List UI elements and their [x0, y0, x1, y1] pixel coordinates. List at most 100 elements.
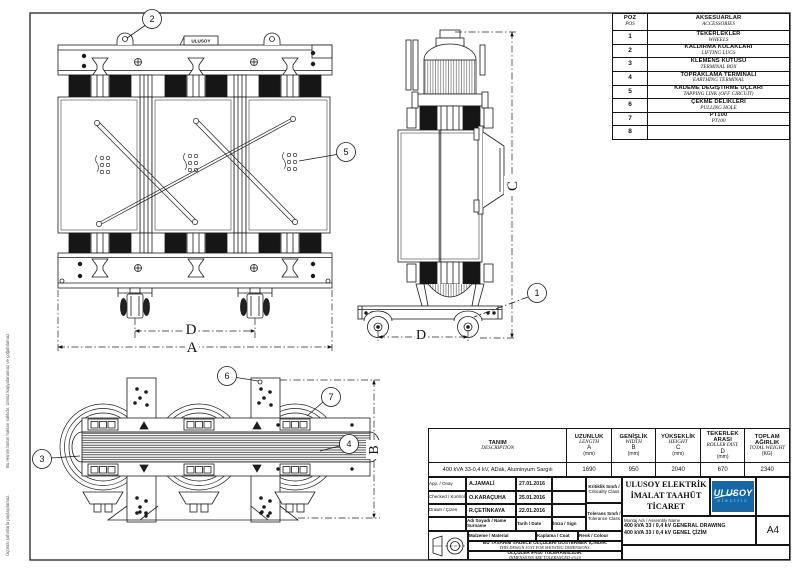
- hv-bushings-top: [68, 74, 322, 98]
- dim-label-d-front: D: [186, 322, 197, 338]
- side-view: [357, 29, 505, 338]
- first-angle-projection-icon: [428, 531, 468, 560]
- callout-balloon-1: [527, 283, 547, 303]
- checked-sign: [552, 491, 586, 504]
- col-acc-tr: AKSESUARLAR: [695, 15, 742, 22]
- margin-note-line1: Bu resmin bütün hakları saklıdır, izinsi…: [5, 333, 10, 468]
- accessories-table-header: POZ POS AKSESUARLAR ACCESSORIES: [613, 14, 789, 31]
- note-tolerance: ÖLÇÜLER ±%10 TOLERANSLIDIR. DIMENSIONS A…: [468, 551, 622, 560]
- wheel-side: [453, 310, 483, 338]
- front-dimensions: D A: [57, 290, 333, 356]
- margin-note-line2: Üçüncü şahıslarla paylaşılamaz.: [5, 494, 10, 556]
- callout-balloon-2: [142, 9, 162, 29]
- criticality-class-cell: Kritiklik Sınıfı / Criticality Class: [586, 477, 622, 503]
- coat-label: Kaplama / Coat: [536, 531, 578, 541]
- bottom-feet: [82, 491, 316, 513]
- front-view: ULUSOY: [57, 32, 333, 319]
- colour-label: Renk / Colour: [578, 531, 622, 541]
- paper-size-cell: A4: [756, 516, 790, 545]
- total-weight-value: 2340: [760, 466, 774, 473]
- svg-text:5: 5: [343, 147, 348, 157]
- length-value: 1690: [582, 466, 596, 473]
- lifting-lug: [263, 32, 281, 45]
- approved-name: A.JAMALİ: [466, 477, 516, 491]
- wheel-front: [117, 287, 153, 319]
- assembly-name-cell: Montaj Adı / Assembly Name 400 kVA 33 / …: [622, 516, 756, 545]
- windings-front: [57, 96, 331, 234]
- drawn-name: R.ÇETİNKAYA: [466, 504, 516, 517]
- company-name: ULUSOY ELEKTRİK İMALAT TAAHÜT TİCARET: [622, 477, 710, 516]
- col-acc-en: ACCESSORIES: [702, 21, 735, 28]
- side-bracket: [473, 125, 505, 215]
- callout-balloon-4: [339, 434, 359, 454]
- nameplate-text: ULUSOY: [191, 39, 210, 44]
- width-header: GENİŞLİK WIDTH B (mm): [611, 429, 656, 463]
- top-dimensions: B: [280, 379, 382, 519]
- dim-label-b: B: [367, 445, 382, 454]
- description-header: TANIM DESCRIPTION: [429, 429, 567, 463]
- svg-text:2: 2: [149, 14, 154, 24]
- tolerance-class-cell: Tolerans Sınıfı / Tolerance Class: [586, 503, 622, 531]
- description-value: 400 kVA 33-0,4 kV, ADak, Aluminyum Sargı…: [442, 466, 553, 473]
- terminal-pads-bottom: [87, 463, 311, 476]
- name-surname-header: Adı Soyadı / Name Surname: [466, 517, 516, 531]
- callout-balloon-7: [321, 387, 341, 407]
- roller-dist-header: TEKERLEK ARASI ROLLER DIST. D (mm): [700, 429, 745, 463]
- checked-label: Checked / Kontrol: [428, 491, 466, 504]
- logo-cell: [710, 477, 756, 516]
- lv-bushings-bottom: [68, 232, 322, 254]
- dim-label-c: C: [505, 181, 521, 191]
- assembly-name-en: 400 kVA 33 / 0,4 kV GENERAL DRAWING: [624, 523, 726, 530]
- svg-text:7: 7: [328, 392, 333, 402]
- terminal-pads-top: [87, 418, 311, 431]
- height-header: YÜKSEKLİK HEIGHT C (mm): [656, 429, 700, 463]
- roller-dist-value: 670: [717, 466, 728, 473]
- svg-text:1: 1: [534, 288, 539, 298]
- cross-brace-rods: [94, 116, 298, 227]
- svg-text:3: 3: [39, 454, 44, 464]
- nameplate: [183, 35, 219, 46]
- drawn-sign: [552, 504, 586, 517]
- svg-text:4: 4: [346, 439, 351, 449]
- dim-label-d-side: D: [416, 328, 426, 343]
- svg-text:6: 6: [224, 371, 229, 381]
- tapping-links: [95, 151, 297, 175]
- checked-name: O.KARAÇUHA: [466, 491, 516, 504]
- approved-date: 27.01.2016: [516, 477, 552, 491]
- lifting-lug: [116, 32, 134, 45]
- col-pos-en: POS: [625, 21, 635, 28]
- side-dimensions: C D: [377, 31, 521, 343]
- dim-label-a: A: [187, 340, 198, 356]
- assembly-name-tr: 400 kVA 33 / 0,4 kV GENEL ÇİZİM: [624, 530, 707, 537]
- callout-balloon-3: [32, 449, 52, 469]
- core-band: [81, 431, 371, 463]
- title-block: App. / Onay A.JAMALİ 27.01.2016 Checked …: [428, 477, 790, 560]
- checked-date: 25.01.2016: [516, 491, 552, 504]
- dimension-table: TANIM DESCRIPTION 400 kVA 33-0,4 kV, ADa…: [428, 428, 790, 477]
- width-value: 950: [628, 466, 639, 473]
- drawn-label: Drawn / Çizen: [428, 504, 466, 517]
- length-header: UZUNLUK LENGTH A (mm): [567, 429, 611, 463]
- top-view: [59, 377, 381, 523]
- date-header: Tarih / Date: [516, 517, 552, 531]
- table-row: 8: [613, 126, 789, 139]
- height-value: 2040: [671, 466, 685, 473]
- approved-sign: [552, 477, 586, 491]
- callouts: 2 5 1 3 4 6 7: [32, 9, 547, 469]
- total-weight-header: TOPLAM AĞIRLIK TOTAL WEIGHT (KG): [745, 429, 789, 463]
- callout-balloon-6: [217, 366, 237, 386]
- col-pos-tr: POZ: [623, 15, 637, 22]
- sign-header: İmza / Sign: [552, 517, 586, 531]
- material-label: Malzeme / Material: [468, 531, 536, 541]
- note-dimensions-only: BU TASARIM SADECE ÖLÇÜLERİ GÖSTERMEK İÇİ…: [468, 541, 622, 551]
- callout-balloon-5: [336, 142, 356, 162]
- company-logo: ULUSOY electric: [712, 481, 754, 512]
